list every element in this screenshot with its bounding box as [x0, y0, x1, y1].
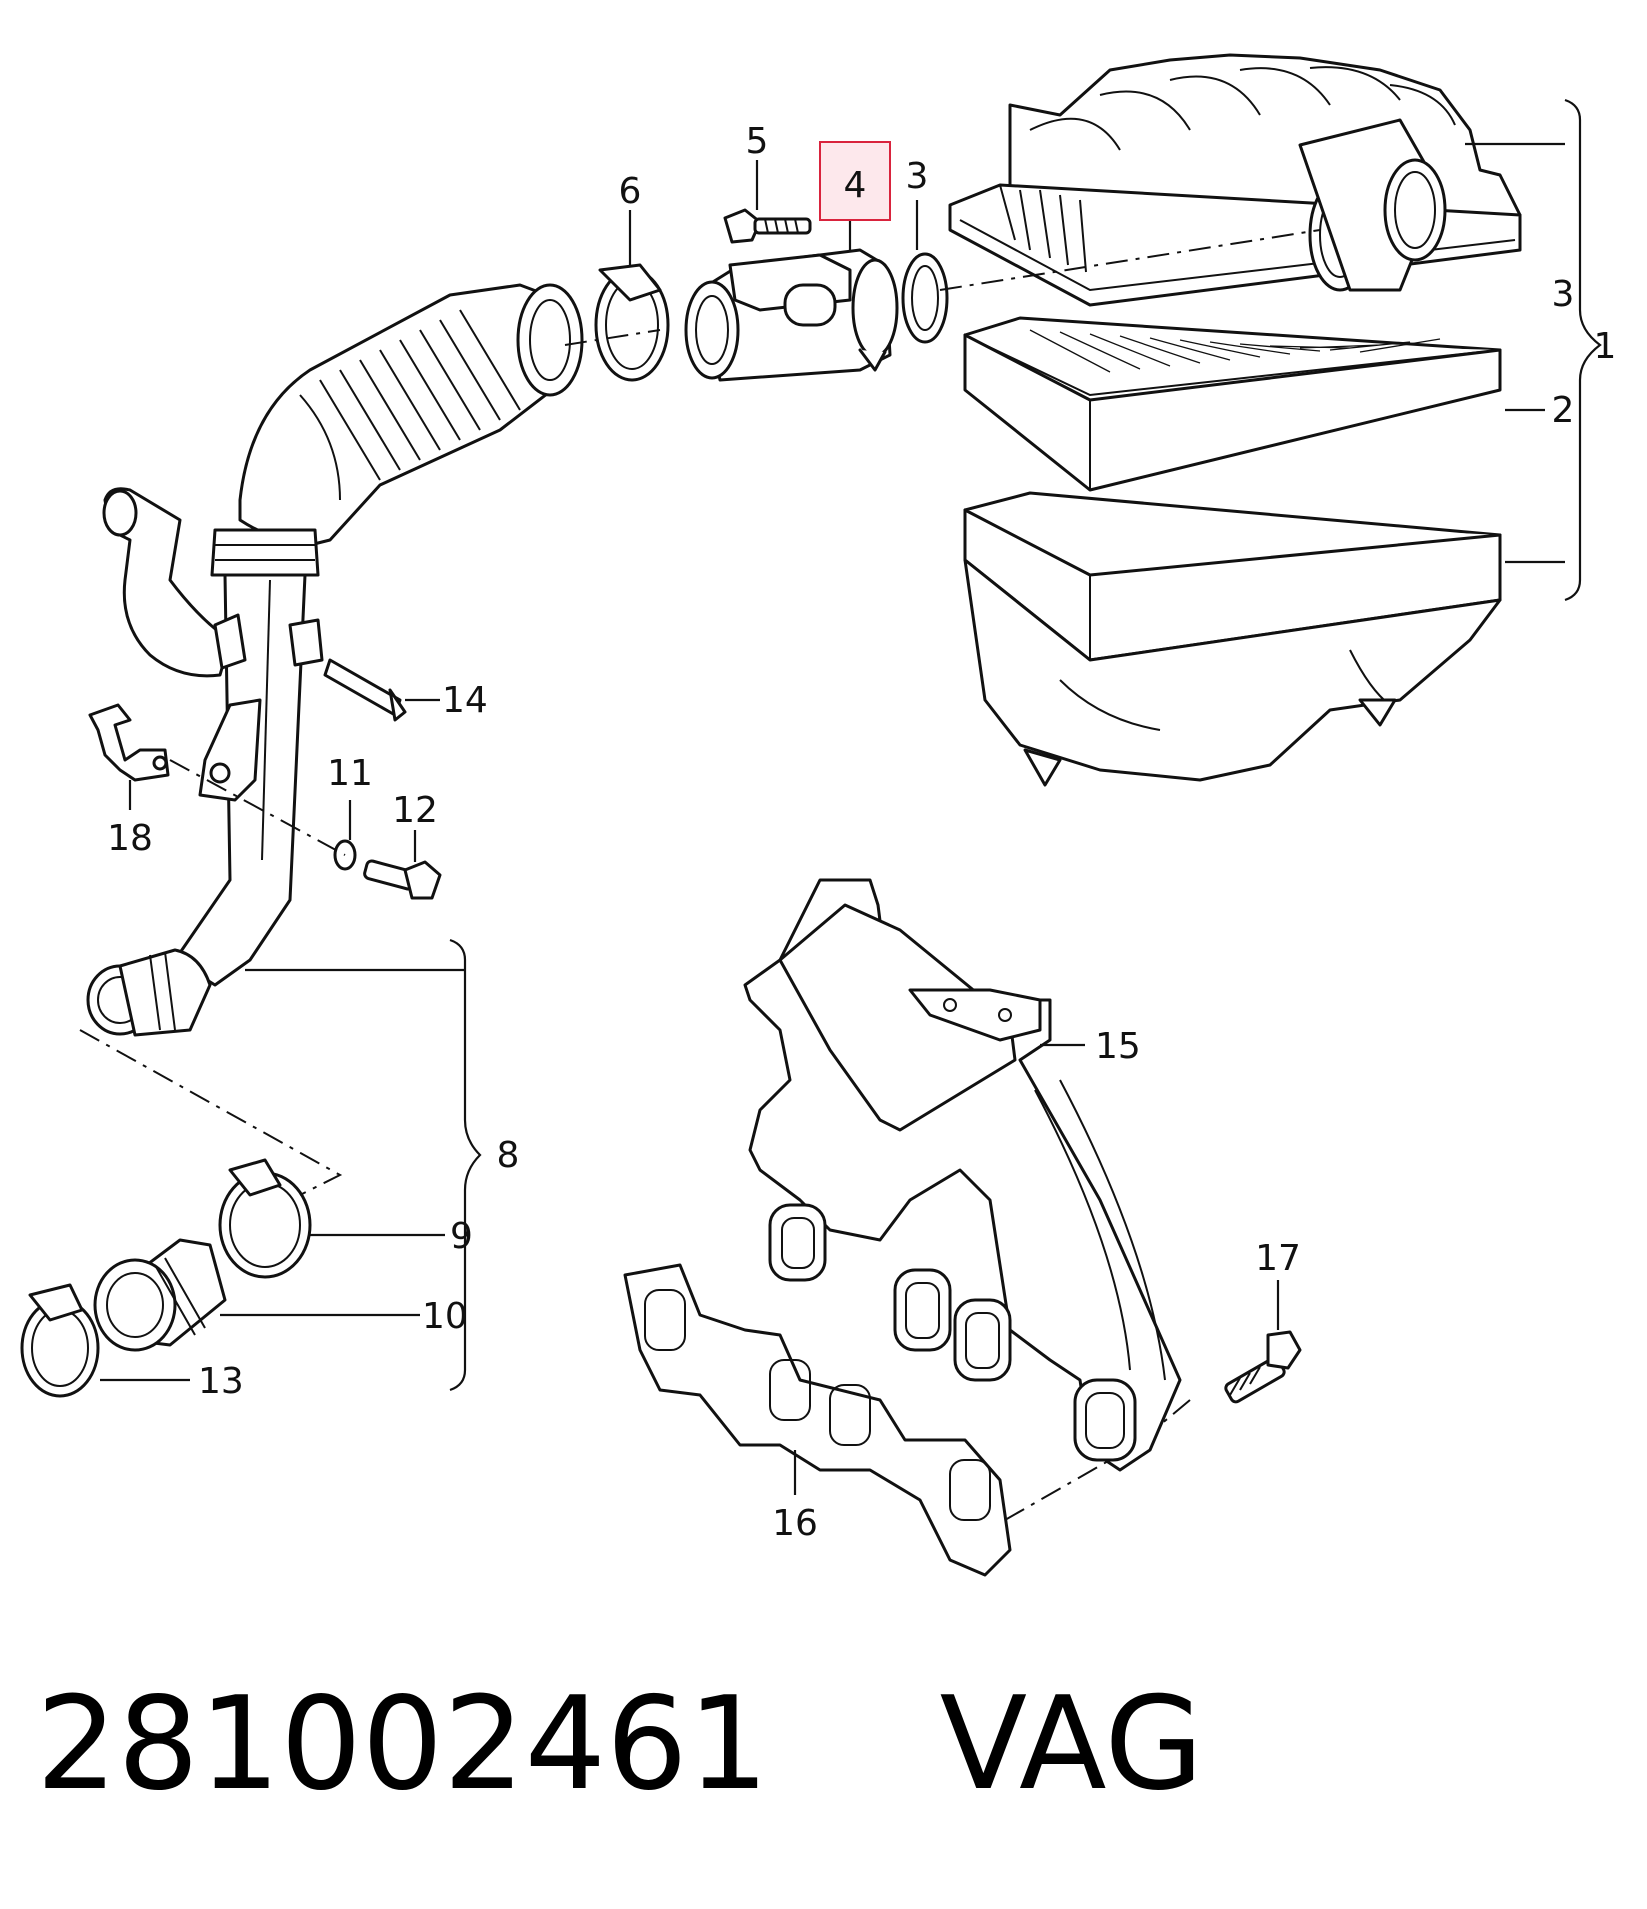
hose-brackets	[198, 613, 324, 802]
callout-11: 11	[327, 753, 373, 794]
callout-15: 15	[1095, 1026, 1141, 1067]
gasket-ring	[901, 252, 949, 344]
bolt-17	[1224, 1330, 1302, 1404]
callout-12: 12	[392, 790, 438, 831]
cable-tie	[323, 658, 407, 722]
hose-sleeve-10	[93, 1238, 227, 1352]
callout-labels: 1 2 3 3 4 5 6 8 9 10 11 12 13 14 15 16 1…	[107, 121, 1616, 1544]
air-filter-housing	[948, 53, 1522, 307]
hose-clamp-9	[218, 1158, 312, 1279]
bolt-12	[363, 859, 442, 900]
callout-18: 18	[107, 818, 153, 859]
callout-13: 13	[198, 1361, 244, 1402]
hose-clamp-upper	[594, 263, 670, 382]
callout-10: 10	[422, 1296, 468, 1337]
intake-manifold	[743, 878, 1182, 1472]
callout-1: 1	[1594, 326, 1617, 367]
bolt-5	[723, 208, 812, 244]
breather-hose	[102, 487, 232, 678]
callout-4: 4	[844, 165, 867, 206]
clip-18	[88, 703, 170, 782]
brand-name: VAG	[939, 1670, 1204, 1819]
highlight-box	[819, 141, 891, 221]
air-mass-flow-meter	[684, 248, 899, 382]
hose-clamp-13	[20, 1283, 100, 1398]
callout-16: 16	[772, 1503, 818, 1544]
footer-caption: 281002461 VAG	[36, 1660, 1204, 1830]
hose-8-lower-bend	[86, 948, 212, 1037]
callout-5: 5	[746, 121, 769, 162]
callout-6: 6	[619, 171, 642, 212]
callout-2: 2	[1552, 390, 1575, 431]
callout-9: 9	[450, 1216, 473, 1257]
centerlines	[79, 229, 1321, 1521]
air-filter-lower-housing	[963, 491, 1502, 787]
callout-17: 17	[1255, 1238, 1301, 1279]
callout-3-right: 3	[1552, 274, 1575, 315]
callout-3: 3	[906, 156, 929, 197]
part-number: 281002461	[36, 1670, 769, 1819]
manifold-gasket	[623, 1263, 1012, 1577]
callout-8: 8	[497, 1135, 520, 1176]
leader-lines	[100, 98, 1602, 1495]
callout-14: 14	[442, 680, 488, 721]
air-filter-element	[963, 316, 1502, 492]
